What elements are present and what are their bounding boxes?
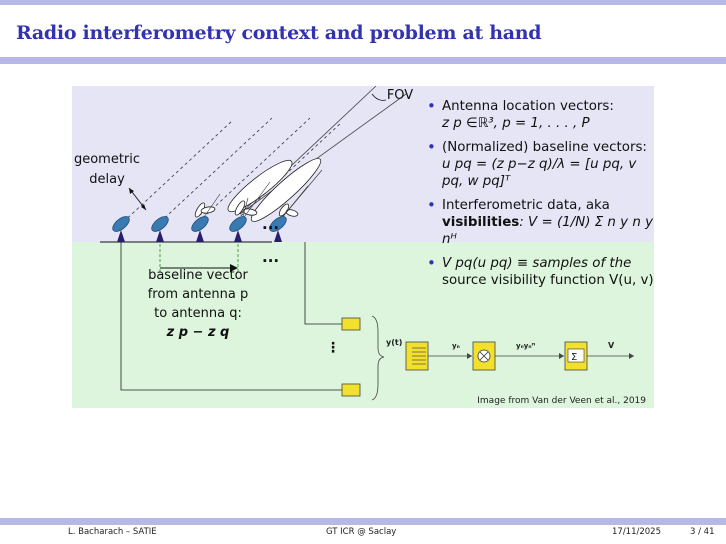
bullet-visibility-function: V pq(u pq) ≡ samples of the source visib… (426, 255, 654, 289)
footer-bar (0, 518, 726, 525)
bullet-baseline-vectors: (Normalized) baseline vectors: u pq = (z… (426, 139, 654, 190)
title-underline-bar (0, 57, 726, 64)
signal-wires (120, 242, 342, 391)
interferometry-figure: ... ... ⋮ y(t) yₙ (72, 86, 654, 408)
antenna-2 (151, 216, 169, 242)
sigma-icon: Σ (571, 352, 577, 363)
antenna-lobes (194, 158, 322, 222)
baseline-label-line2: from antenna p (147, 287, 249, 302)
bullet-visibilities: Interferometric data, aka visibilities: … (426, 197, 654, 248)
baseline-label-formula: z p − z q (166, 325, 230, 340)
baseline-label-line3: to antenna q: (154, 306, 242, 321)
brace (371, 315, 385, 401)
antenna-4 (229, 216, 247, 242)
fov-line-right (239, 93, 407, 215)
antenna-3 (191, 216, 209, 242)
label-y-t: y(t) (386, 338, 402, 347)
antenna-5 (269, 216, 287, 242)
top-decoration-bar (0, 0, 726, 5)
footer-venue: GT ICR @ Saclay (326, 527, 397, 537)
adc-lines (412, 347, 426, 365)
input-box-top (341, 317, 361, 331)
lobe-fan-lines (201, 169, 323, 221)
fov-label: FOV (386, 88, 414, 103)
label-V: V (608, 341, 615, 350)
antenna-array (112, 216, 287, 242)
footer: L. Bacharach – SATIE GT ICR @ Saclay 17/… (0, 525, 726, 544)
bullet-antenna-location: Antenna location vectors: z p ∈ℝ³, p = 1… (426, 98, 654, 132)
footer-date: 17/11/2025 (612, 527, 661, 537)
baseline-label-line1: baseline vector (148, 268, 248, 283)
geometric-delay-label: geometric delay (72, 150, 142, 190)
geometric-delay-line1: geometric (73, 152, 141, 167)
antenna-1 (112, 216, 130, 242)
ellipsis-ground: ... (262, 248, 279, 266)
label-y-n: yₙ (452, 342, 460, 350)
image-credit: Image from Van der Veen et al., 2019 (477, 396, 646, 406)
bullet-list: Antenna location vectors: z p ∈ℝ³, p = 1… (426, 98, 654, 296)
label-yy-h: yₙyₙᴴ (516, 342, 536, 350)
ellipsis-top: ... (262, 215, 279, 233)
geometric-delay-line2: delay (89, 172, 125, 187)
slide-title: Radio interferometry context and problem… (16, 22, 542, 44)
ellipsis-vertical: ⋮ (326, 340, 340, 356)
footer-author: L. Bacharach – SATIE (68, 527, 157, 537)
footer-page[interactable]: 3 / 41 (690, 527, 715, 537)
input-box-bottom (341, 383, 361, 397)
baseline-label: baseline vector from antenna p to antenn… (134, 266, 262, 342)
